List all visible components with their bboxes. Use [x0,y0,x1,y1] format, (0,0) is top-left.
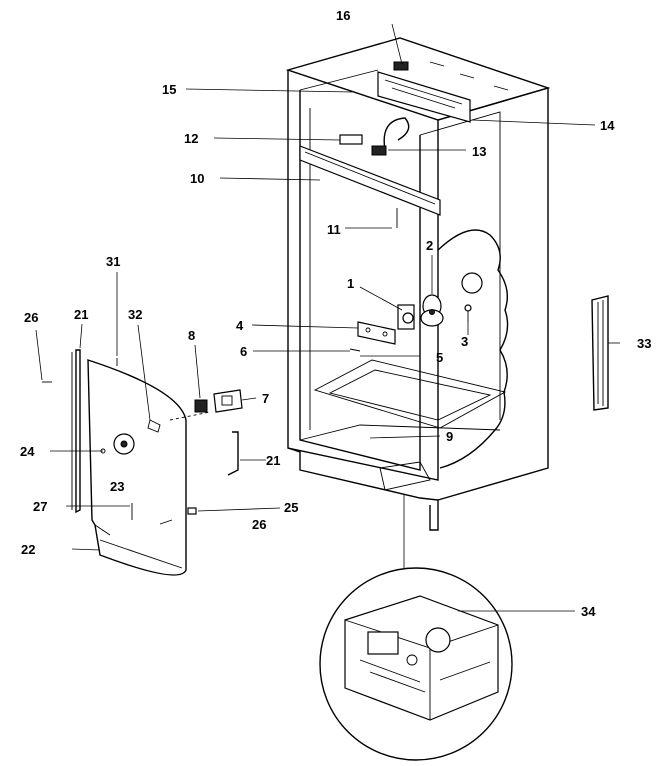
callout-7: 7 [262,391,269,406]
fan-screw [464,304,472,322]
machine-compartment [379,461,431,491]
damper-control [213,389,243,413]
motor-bracket [357,321,396,345]
callout-21-right: 21 [266,453,280,468]
control-knob [113,433,135,455]
trim-strip-left [75,349,81,514]
callout-12: 12 [184,131,198,146]
callout-5: 5 [436,350,443,365]
evaporator-cover-panel [87,359,187,576]
callout-26-left: 26 [24,310,38,325]
callout-10: 10 [190,171,204,186]
trim-strip-right [227,431,239,476]
insulation-outline [437,229,509,469]
callout-15: 15 [162,82,176,97]
cabinet-shell [285,37,551,531]
callout-11: 11 [327,222,341,237]
door-hinge-strip [591,295,609,411]
callout-9: 9 [446,429,453,444]
top-control-housing [377,61,509,123]
callout-6: 6 [240,344,247,359]
callout-34: 34 [581,604,596,619]
fan-blade [420,294,444,327]
callout-1: 1 [347,276,354,291]
callout-8: 8 [188,328,195,343]
callout-13: 13 [472,144,486,159]
fan-motor [397,304,415,330]
leader-lines [35,23,620,612]
control-module-detail-circle [319,567,513,761]
callout-14: 14 [600,118,615,133]
callout-22: 22 [21,542,35,557]
vent-hole [461,272,483,294]
callout-2: 2 [426,238,433,253]
callout-32: 32 [128,307,142,322]
callout-27: 27 [33,499,47,514]
light-switch [194,399,208,413]
callout-25: 25 [284,500,298,515]
callout-21-left: 21 [74,307,88,322]
callout-16: 16 [336,8,350,23]
callout-26-right: 26 [252,517,266,532]
wire-harness [383,117,410,151]
callout-3: 3 [461,334,468,349]
callout-33: 33 [637,336,651,351]
light-socket [339,134,363,145]
callout-23: 23 [110,479,124,494]
light-shield-bar [299,145,441,216]
callout-31: 31 [106,254,120,269]
callout-24: 24 [20,444,35,459]
callout-4: 4 [236,318,244,333]
